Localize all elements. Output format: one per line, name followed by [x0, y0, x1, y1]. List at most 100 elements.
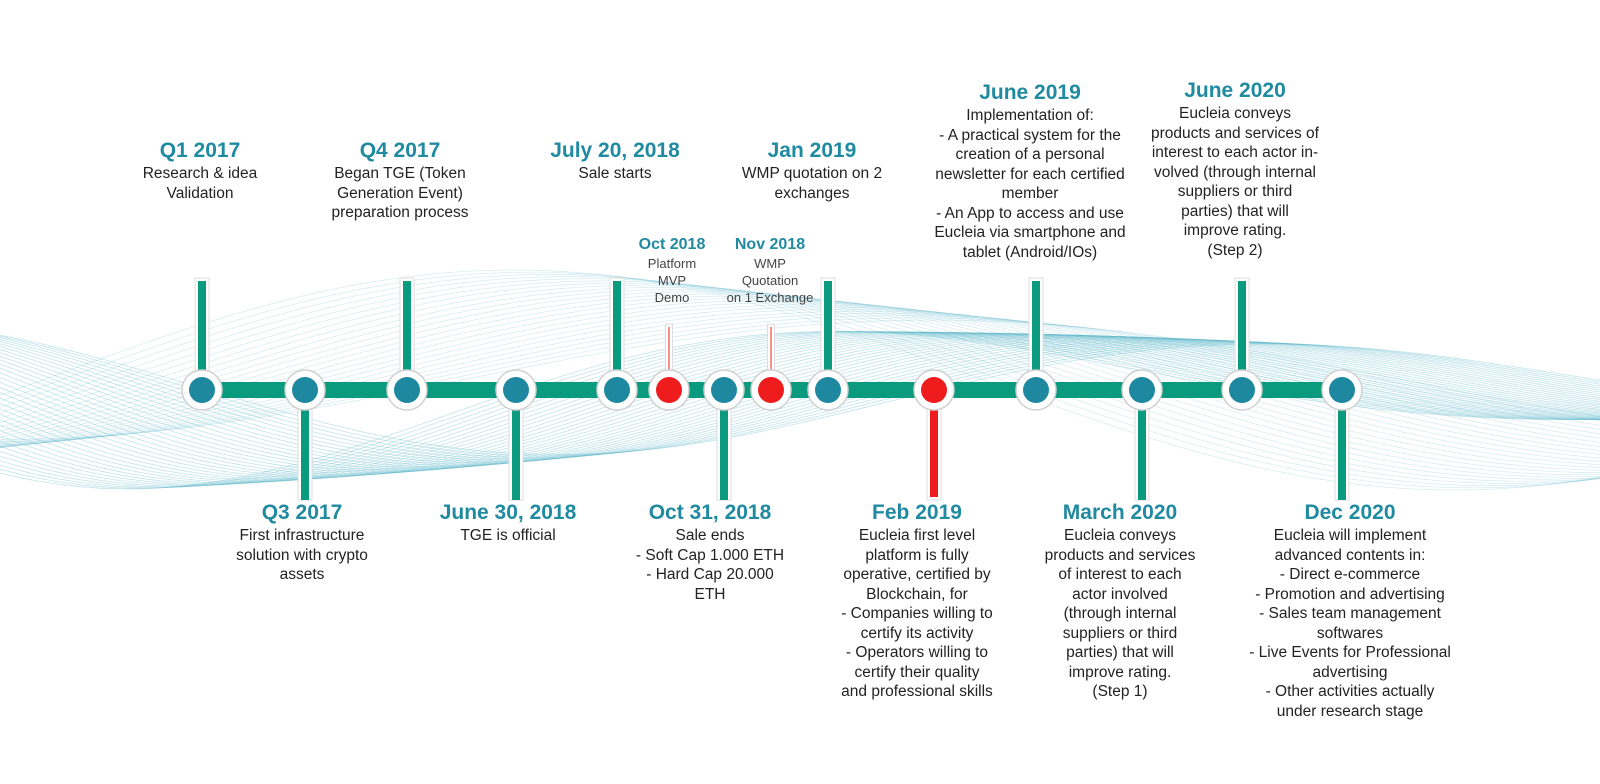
wave-line: [0, 334, 1600, 456]
milestone-date: Dec 2020: [1304, 501, 1396, 524]
milestone-description: Platform MVP Demo: [647, 256, 697, 305]
milestone-date: Jan 2019: [767, 139, 857, 162]
milestone-june-2020: June 2020 Eucleia conveys products and s…: [1140, 78, 1330, 260]
marker-stem: [301, 393, 309, 500]
milestone-description: First infrastructure solution with crypt…: [236, 527, 368, 583]
milestone-june-30-2018: June 30, 2018 TGE is official: [418, 500, 598, 546]
wave-line: [0, 335, 1600, 473]
marker-node: [711, 377, 737, 403]
marker-stem: [512, 393, 520, 500]
milestone-q1-2017: Q1 2017 Research & idea Validation: [110, 138, 290, 203]
milestone-date: June 2020: [1184, 79, 1286, 102]
milestone-date: June 2019: [979, 81, 1081, 104]
milestone-feb-2019: Feb 2019 Eucleia first level platform is…: [822, 500, 1012, 702]
marker-node: [1023, 377, 1049, 403]
marker-node: [604, 377, 630, 403]
milestone-q3-2017: Q3 2017 First infrastructure solution wi…: [212, 500, 392, 585]
wave-line: [0, 317, 1600, 443]
wave-line: [0, 340, 1600, 461]
milestone-description: TGE is official: [460, 527, 556, 544]
wave-line: [0, 339, 1600, 460]
marker-stem: [770, 327, 772, 390]
milestone-june-2019: June 2019 Implementation of: - A practic…: [910, 80, 1150, 262]
wave-line: [0, 274, 1600, 486]
milestone-marker: [1015, 277, 1057, 411]
marker-node: [815, 377, 841, 403]
milestone-description: Sale ends - Soft Cap 1.000 ETH - Hard Ca…: [635, 527, 785, 603]
milestone-march-2020: March 2020 Eucleia conveys products and …: [1030, 500, 1210, 702]
milestone-marker: [648, 323, 690, 411]
marker-stem: [668, 327, 670, 390]
marker-node: [1329, 377, 1355, 403]
marker-stem: [198, 281, 206, 390]
milestone-marker: [495, 369, 537, 501]
marker-stem: [1338, 393, 1346, 500]
milestone-description: Eucleia first level platform is fully op…: [841, 527, 993, 700]
milestone-marker: [284, 369, 326, 501]
milestone-date: Q3 2017: [261, 501, 343, 524]
marker-node: [292, 377, 318, 403]
milestone-nov-2018: Nov 2018 WMP Quotation on 1 Exchange: [700, 235, 840, 306]
milestone-marker: [596, 277, 638, 411]
milestone-marker: [750, 323, 792, 411]
milestone-marker: [1321, 369, 1363, 501]
milestone-description: Implementation of: - A practical system …: [934, 107, 1126, 261]
wave-line: [0, 271, 1600, 489]
milestone-date: Nov 2018: [734, 236, 806, 253]
marker-stem: [1138, 393, 1146, 500]
milestone-description: Eucleia conveys products and services of…: [1150, 105, 1319, 259]
milestone-oct-31-2018: Oct 31, 2018 Sale ends - Soft Cap 1.000 …: [620, 500, 800, 604]
marker-stem: [824, 281, 832, 390]
wave-line: [0, 334, 1600, 475]
wave-line: [0, 338, 1600, 465]
wave-line: [0, 295, 1600, 462]
wave-line: [0, 335, 1600, 457]
milestone-dec-2020: Dec 2020 Eucleia will implement advanced…: [1230, 500, 1470, 721]
milestone-q4-2017: Q4 2017 Began TGE (Token Generation Even…: [300, 138, 500, 223]
marker-stem: [1238, 281, 1246, 390]
marker-node: [503, 377, 529, 403]
milestone-description: Eucleia will implement advanced contents…: [1249, 527, 1451, 720]
milestone-date: Q4 2017: [359, 139, 441, 162]
wave-line: [0, 338, 1600, 466]
milestone-marker: [1221, 277, 1263, 411]
milestone-marker: [1121, 369, 1163, 501]
milestone-description: WMP quotation on 2 exchanges: [741, 165, 883, 202]
wave-line: [0, 319, 1600, 441]
milestone-date: June 30, 2018: [439, 501, 577, 524]
marker-node: [758, 377, 784, 403]
milestone-july-20-2018: July 20, 2018 Sale starts: [520, 138, 710, 184]
milestone-description: Sale starts: [578, 165, 652, 182]
milestone-marker: [807, 277, 849, 411]
milestone-description: WMP Quotation on 1 Exchange: [726, 256, 814, 305]
wave-line: [0, 282, 1600, 478]
marker-node: [1129, 377, 1155, 403]
wave-line: [0, 339, 1600, 464]
milestone-description: Eucleia conveys products and services of…: [1044, 527, 1196, 700]
wave-line: [0, 269, 1600, 491]
milestone-date: Oct 2018: [638, 236, 706, 253]
marker-node: [189, 377, 215, 403]
marker-stem: [720, 393, 728, 500]
marker-node: [1229, 377, 1255, 403]
wave-line: [0, 334, 1600, 474]
milestone-date: March 2020: [1062, 501, 1178, 524]
marker-stem: [930, 390, 938, 497]
wave-line: [0, 335, 1600, 472]
milestone-marker: [913, 369, 955, 501]
wave-line: [0, 284, 1600, 476]
milestone-jan-2019: Jan 2019 WMP quotation on 2 exchanges: [722, 138, 902, 203]
milestone-date: Feb 2019: [872, 501, 962, 524]
marker-stem: [613, 281, 621, 390]
milestone-marker: [386, 277, 428, 411]
milestone-description: Research & idea Validation: [142, 165, 258, 202]
wave-line: [0, 337, 1600, 458]
wave-line: [0, 287, 1600, 473]
milestone-date: July 20, 2018: [550, 139, 680, 162]
milestone-oct-2018: Oct 2018 Platform MVP Demo: [612, 235, 732, 306]
marker-node: [656, 377, 682, 403]
wave-line: [0, 293, 1600, 466]
marker-node: [394, 377, 420, 403]
